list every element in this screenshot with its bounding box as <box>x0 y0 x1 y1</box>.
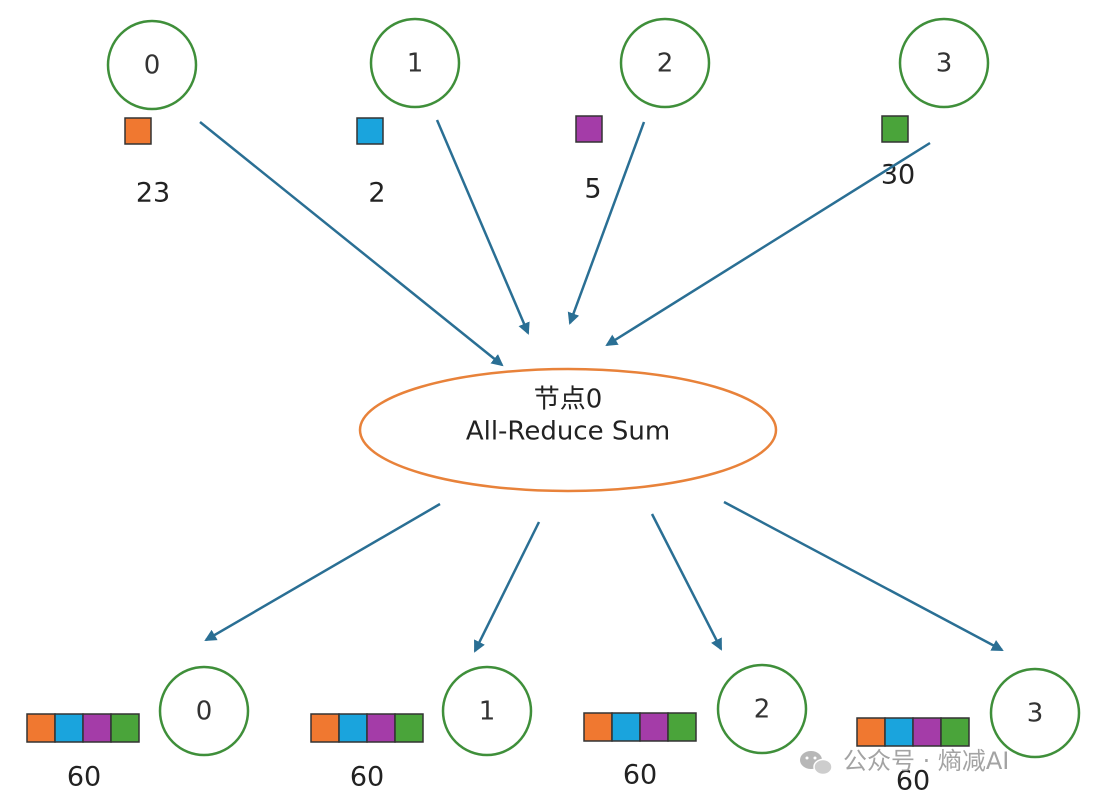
top-value-0: 23 <box>136 178 170 209</box>
top-value-2: 5 <box>584 174 601 205</box>
node-label: 0 <box>196 697 213 727</box>
bottom-value-2: 60 <box>623 760 657 791</box>
node-label: 2 <box>754 695 771 725</box>
chunk-block-blue <box>54 713 84 743</box>
chunk-block-orange <box>310 713 340 743</box>
chunk-block-green <box>394 713 424 743</box>
chunk-block-purple <box>912 717 942 747</box>
bottom-node-0: 0 <box>158 665 250 757</box>
bottom-node-3: 3 <box>989 667 1081 759</box>
arrow-in-2 <box>567 121 646 325</box>
chunk-strip-1 <box>310 713 424 743</box>
chunk-block-orange <box>124 117 152 145</box>
top-value-1: 2 <box>368 178 385 209</box>
node-ring <box>716 663 808 755</box>
top-node-3: 3 <box>898 17 990 109</box>
node-ring <box>158 665 250 757</box>
chunk-block-orange <box>856 717 886 747</box>
chunk-block-green <box>881 115 909 143</box>
node-label: 0 <box>144 51 161 81</box>
arrow-out-2 <box>650 513 723 651</box>
node-label: 2 <box>657 49 674 79</box>
center-ellipse <box>358 367 778 493</box>
chunk-strip-2 <box>583 712 697 742</box>
node-ring <box>619 17 711 109</box>
chunk-block-blue <box>611 712 641 742</box>
chunk-block-orange <box>26 713 56 743</box>
arrow-out-1 <box>473 521 541 653</box>
wechat-icon <box>800 751 833 776</box>
node-ring <box>989 667 1081 759</box>
chunk-block-blue <box>356 117 384 145</box>
arrow-out-0 <box>204 502 441 642</box>
arrow-out-3 <box>723 500 1004 652</box>
node-label: 3 <box>936 49 953 79</box>
center-node: 节点0 All-Reduce Sum <box>358 367 778 493</box>
chunk-block-orange <box>583 712 613 742</box>
node-ring <box>441 665 533 757</box>
center-subtitle: All-Reduce Sum <box>466 417 670 447</box>
top-node-2: 2 <box>619 17 711 109</box>
bottom-value-0: 60 <box>67 762 101 793</box>
top-node-1: 1 <box>369 17 461 109</box>
arrow-in-1 <box>435 119 530 335</box>
watermark-text: 公众号 · 熵减AI <box>843 747 1009 775</box>
bottom-value-1: 60 <box>350 762 384 793</box>
watermark: 公众号 · 熵减AI <box>800 747 1009 776</box>
arrow-in-0 <box>199 121 504 367</box>
bottom-node-1: 1 <box>441 665 533 757</box>
chunk-block-blue <box>884 717 914 747</box>
node-ring <box>369 17 461 109</box>
node-ring <box>898 17 990 109</box>
node-label: 3 <box>1027 699 1044 729</box>
top-value-3: 30 <box>881 160 915 191</box>
top-node-0: 0 <box>106 19 198 111</box>
node-label: 1 <box>407 49 424 79</box>
chunk-block-purple <box>639 712 669 742</box>
node-label: 1 <box>479 697 496 727</box>
chunk-strip-0 <box>26 713 140 743</box>
chunk-block-purple <box>366 713 396 743</box>
center-title: 节点0 <box>534 385 603 415</box>
bottom-node-2: 2 <box>716 663 808 755</box>
chunk-block-green <box>940 717 970 747</box>
chunk-block-purple <box>575 115 603 143</box>
chunk-block-purple <box>82 713 112 743</box>
node-ring <box>106 19 198 111</box>
arrow-in-3 <box>605 141 931 347</box>
chunk-block-green <box>667 712 697 742</box>
chunk-strip-3 <box>856 717 970 747</box>
chunk-block-green <box>110 713 140 743</box>
bottom-value-3: 60 <box>896 766 930 797</box>
chunk-block-blue <box>338 713 368 743</box>
